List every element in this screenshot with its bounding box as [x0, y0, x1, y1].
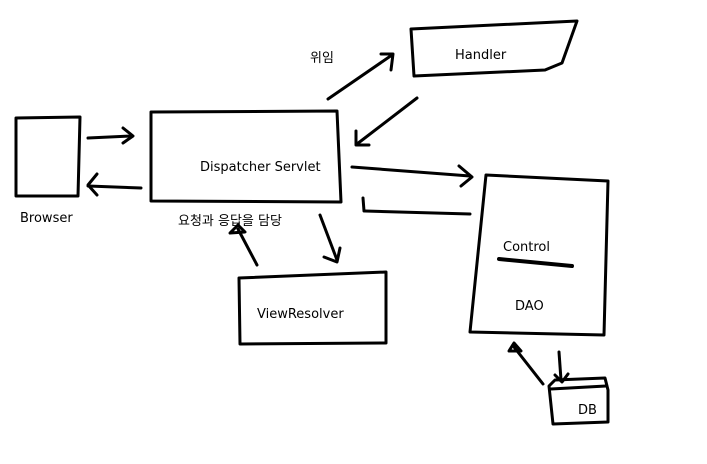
- delegation-annotation: 위임: [310, 51, 334, 66]
- arrow-browser-to-dispatcher: [86, 126, 135, 145]
- request-response-annotation: 요청과 응답을 담당: [178, 214, 282, 229]
- arrow-handler-to-dispatcher: [354, 96, 419, 147]
- arrow-dispatcher-to-view-resolver: [318, 213, 342, 264]
- dispatcher-servlet-label: Dispatcher Servlet: [200, 160, 321, 175]
- arrow-dispatcher-to-control: [350, 164, 474, 188]
- arrow-view-resolver-to-dispatcher: [228, 223, 259, 267]
- db-label: DB: [578, 403, 597, 418]
- control-dao-divider: [497, 257, 574, 268]
- db-node: DB: [547, 376, 610, 426]
- dispatcher-servlet-node: Dispatcher Servlet: [149, 109, 343, 204]
- browser-node: Browser: [14, 115, 82, 226]
- handler-label: Handler: [455, 48, 507, 63]
- arrow-dispatcher-to-handler: [326, 52, 395, 101]
- view-resolver-node: ViewResolver: [237, 270, 388, 346]
- control-label: Control: [503, 240, 550, 255]
- dao-label: DAO: [515, 299, 544, 314]
- arrow-control-to-db: [553, 350, 570, 384]
- view-resolver-label: ViewResolver: [257, 307, 344, 322]
- arrow-dispatcher-to-browser: [86, 172, 143, 197]
- browser-label: Browser: [20, 211, 73, 226]
- arrow-control-to-dispatcher: [361, 196, 472, 216]
- arrow-db-to-dao: [507, 341, 545, 386]
- control-dao-node: Control DAO: [468, 173, 610, 337]
- handler-node: Handler: [409, 19, 579, 78]
